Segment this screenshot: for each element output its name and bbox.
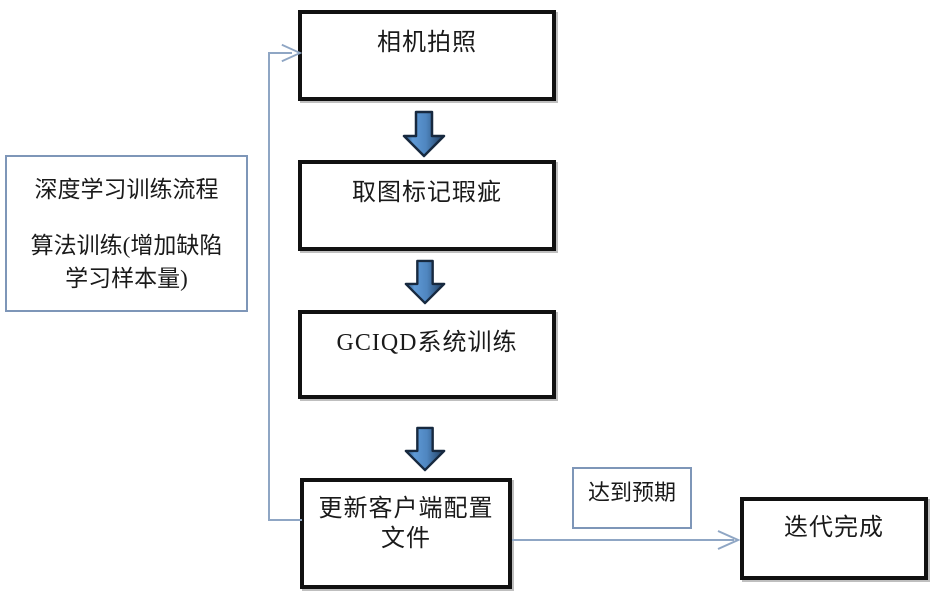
node-train-label: GCIQD系统训练: [336, 330, 518, 356]
connector-update-to-done: [512, 539, 734, 541]
block-arrow-annotate-to-train: [402, 258, 448, 306]
arrowhead-update-to-done: [716, 529, 741, 551]
node-done-label: 迭代完成: [784, 515, 884, 541]
arrowhead-icon: [717, 530, 741, 550]
node-done[interactable]: 迭代完成: [740, 497, 928, 580]
node-train[interactable]: GCIQD系统训练: [298, 310, 556, 399]
down-arrow-icon: [404, 426, 446, 472]
down-arrow-icon: [402, 110, 446, 158]
arrowhead-feedback-to-capture: [280, 42, 303, 64]
edge-label-expected-text: 达到预期: [587, 480, 676, 505]
connector-feedback-bottom: [268, 519, 302, 521]
edge-label-expected: 达到预期: [572, 467, 692, 529]
down-arrow-icon: [404, 259, 446, 305]
note-line-1: 深度学习训练流程: [34, 177, 219, 202]
arrowhead-icon: [281, 43, 303, 63]
node-capture[interactable]: 相机拍照: [298, 10, 556, 101]
block-arrow-train-to-update: [402, 424, 448, 474]
node-update[interactable]: 更新客户端配置 文件: [300, 478, 512, 589]
connector-feedback-vertical: [268, 52, 270, 521]
node-capture-label: 相机拍照: [377, 30, 477, 56]
node-update-label: 更新客户端配置 文件: [318, 496, 494, 552]
note-box-training-process: 深度学习训练流程 算法训练(增加缺陷 学习样本量): [5, 155, 248, 312]
block-arrow-capture-to-annotate: [400, 110, 448, 158]
connector-feedback-top: [268, 52, 292, 54]
node-annotate[interactable]: 取图标记瑕疵: [298, 160, 556, 251]
node-annotate-label: 取图标记瑕疵: [352, 180, 502, 206]
note-line-2: 算法训练(增加缺陷 学习样本量): [30, 233, 223, 292]
